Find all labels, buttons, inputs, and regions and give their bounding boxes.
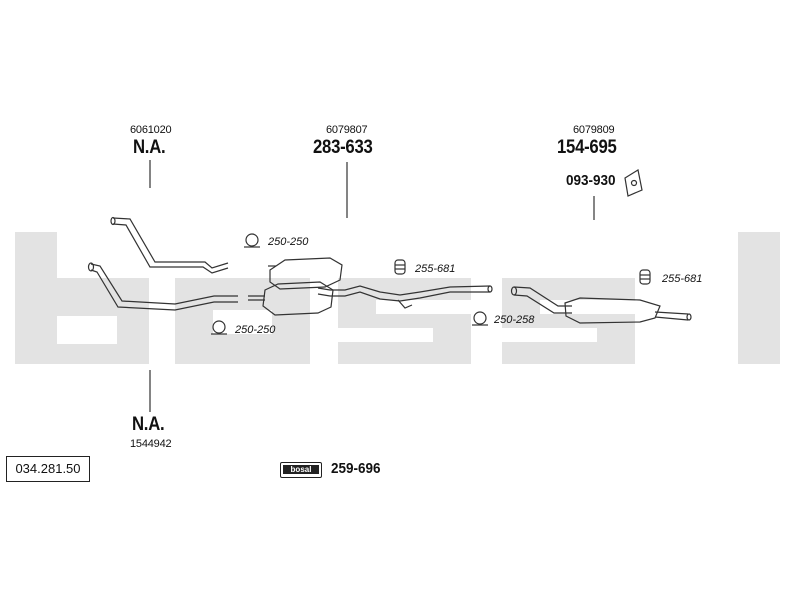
- label-clamp-upper[interactable]: 250-250: [268, 236, 309, 248]
- ref-rear-silencer: 6079809: [573, 124, 615, 136]
- part-front-pipe-upper[interactable]: N.A.: [133, 137, 166, 158]
- part-rear-silencer[interactable]: 154-695: [557, 137, 617, 158]
- rubber-mount-middle-icon: [394, 259, 406, 275]
- brand-logo: bosal: [280, 462, 322, 478]
- brand-watermark: [15, 232, 780, 364]
- rubber-mount-rear-icon: [639, 269, 651, 285]
- label-rubber-mount-rear[interactable]: 255-681: [662, 273, 703, 285]
- centre-silencer: [248, 257, 493, 316]
- label-clamp-lower[interactable]: 250-250: [235, 324, 276, 336]
- clamp-upper-icon: [244, 233, 260, 248]
- clamp-middle-icon: [472, 311, 488, 326]
- label-rubber-mount-middle[interactable]: 255-681: [415, 263, 456, 275]
- part-front-pipe-lower[interactable]: N.A.: [132, 414, 165, 435]
- part-assembly-kit[interactable]: 259-696: [331, 460, 381, 477]
- front-pipe-lower: [90, 263, 238, 305]
- watermark-letter-b: [15, 232, 149, 364]
- ref-centre-silencer: 6079807: [326, 124, 368, 136]
- ref-front-pipe-lower: 1544942: [130, 438, 172, 450]
- part-mounting-bracket[interactable]: 093-930: [566, 172, 616, 189]
- watermark-letter-s2: [502, 278, 635, 364]
- watermark-letter-o: [175, 278, 310, 364]
- label-clamp-middle[interactable]: 250-258: [494, 314, 535, 326]
- watermark-letter-l: [738, 232, 780, 364]
- part-centre-silencer[interactable]: 283-633: [313, 137, 373, 158]
- brand-logo-text: bosal: [283, 465, 319, 474]
- ref-front-pipe-upper: 6061020: [130, 124, 172, 136]
- watermark-letter-s1: [338, 278, 471, 364]
- rear-silencer: [510, 286, 692, 324]
- watermark-letter-a: [568, 250, 590, 278]
- front-pipe-upper: [112, 217, 229, 269]
- clamp-lower-icon: [211, 320, 227, 335]
- diagram-code-box: 034.281.50: [6, 456, 90, 482]
- mounting-bracket-icon: [624, 169, 643, 197]
